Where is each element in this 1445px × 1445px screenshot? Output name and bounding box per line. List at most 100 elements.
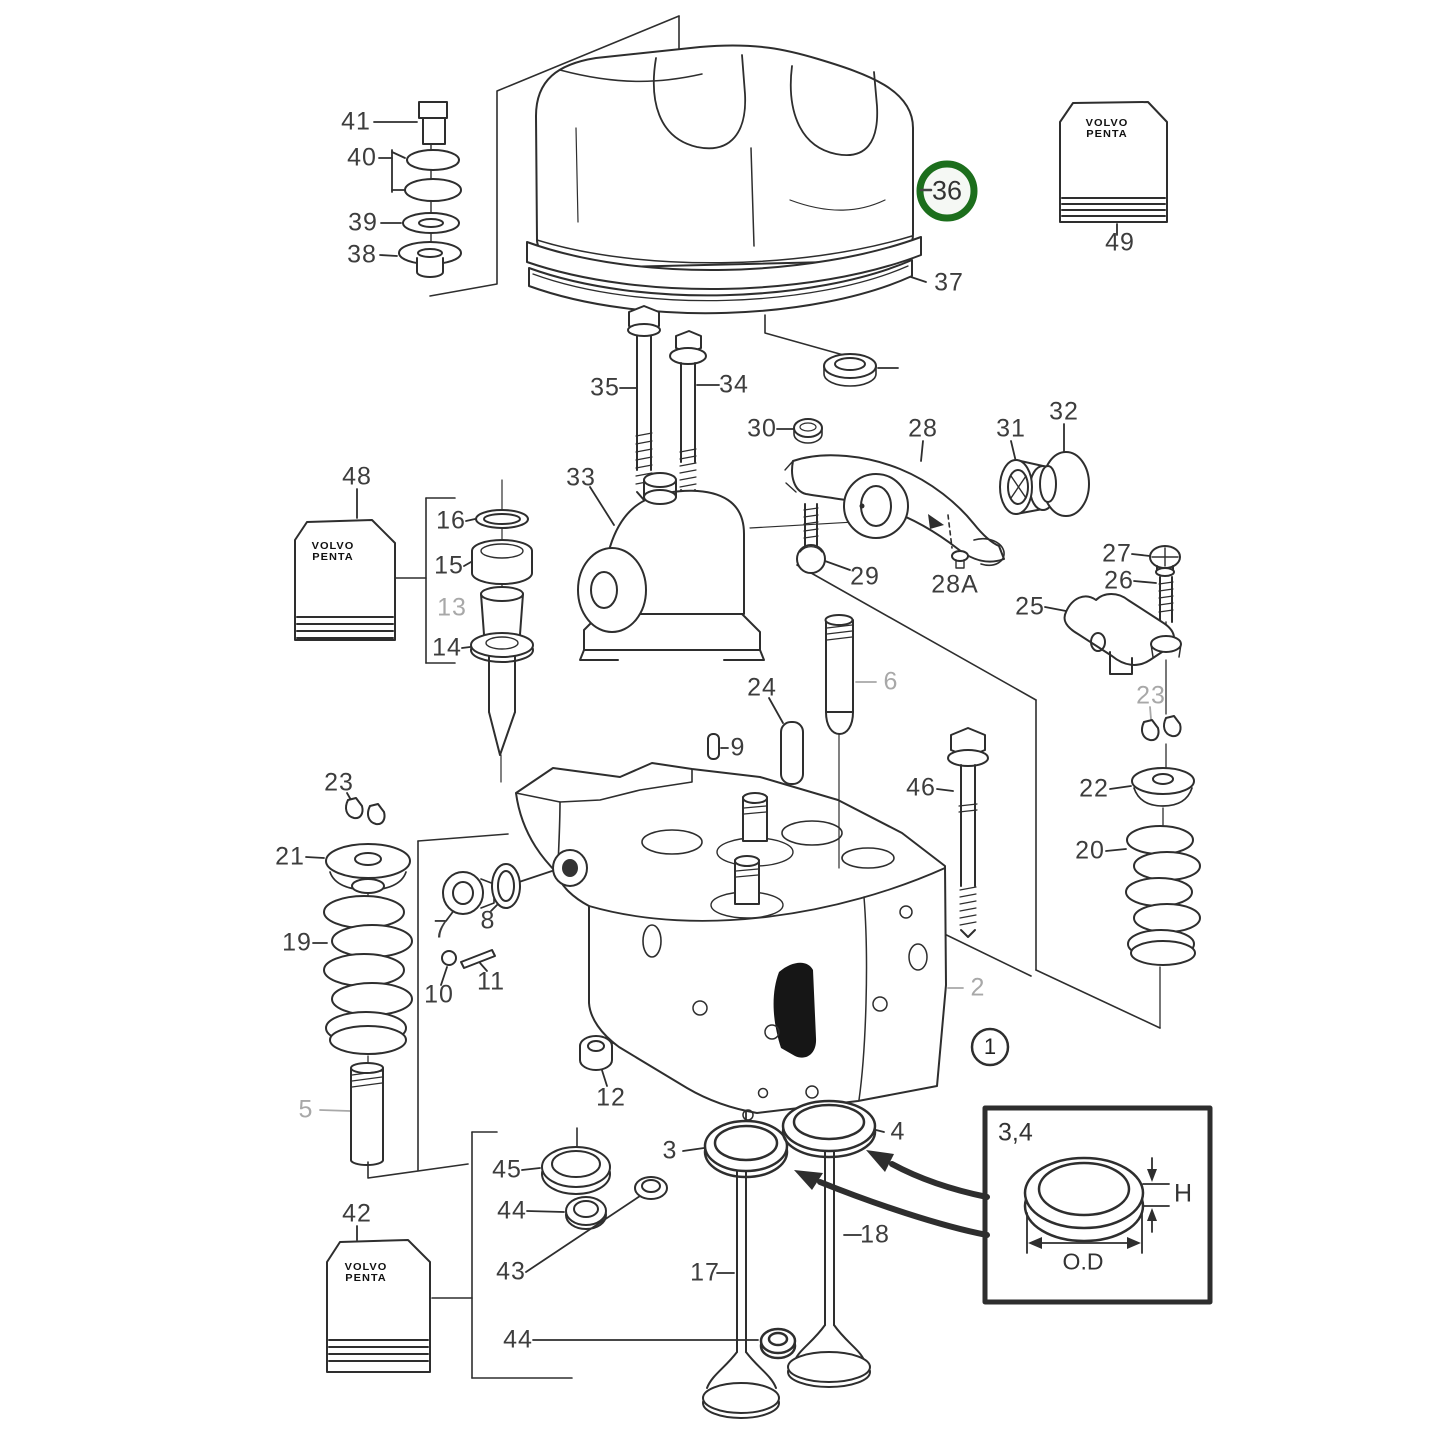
callout-48: 48 [342, 462, 372, 491]
callout-22: 22 [1079, 774, 1109, 803]
kit-label-48: VOLVO PENTA [300, 541, 366, 563]
callout-8: 8 [480, 906, 496, 935]
callout-11: 11 [477, 967, 505, 996]
valve-seat-3 [703, 1119, 789, 1179]
head-bolt-46 [947, 727, 989, 938]
bracket-25 [1063, 593, 1182, 675]
ring-44-lower [759, 1327, 797, 1360]
callout-6: 6 [883, 667, 899, 696]
callout-3: 3 [662, 1136, 678, 1165]
od-dimension [1026, 1212, 1143, 1254]
plug-28a [928, 514, 969, 569]
callout-26: 26 [1104, 566, 1134, 595]
ring-45 [541, 1146, 611, 1195]
callout-17: 17 [690, 1258, 720, 1287]
seal-washer-47 [823, 353, 877, 387]
screw-27 [1149, 545, 1181, 577]
washer-40b [404, 178, 462, 202]
cup-plug-7 [442, 871, 495, 915]
valve-guide-5 [350, 1062, 384, 1166]
kit-boxes [294, 101, 1168, 1373]
valve-seats [703, 1087, 877, 1179]
valve-seat-4 [781, 1099, 877, 1159]
callout-25: 25 [1015, 592, 1045, 621]
callout-20: 20 [1075, 836, 1105, 865]
cap-nut-and-washers [398, 101, 462, 278]
callout-33: 33 [566, 463, 596, 492]
assembly-ref-1: 1 [983, 1034, 997, 1059]
kit-label-42: VOLVO PENTA [333, 1262, 399, 1284]
callout-24: 24 [747, 673, 777, 702]
assembly-ref-circle [970, 1027, 1010, 1067]
kit-label-49: VOLVO PENTA [1072, 118, 1142, 140]
dowel-24 [780, 721, 804, 785]
callout-45: 45 [492, 1155, 522, 1184]
brand-volvo: VOLVO [1085, 117, 1129, 129]
inset-od-label: O.D [1062, 1248, 1104, 1275]
valve-guide-6 [824, 614, 854, 869]
highlighted-callout-36: 36 [931, 175, 963, 206]
callout-29: 29 [850, 562, 880, 591]
callout-42: 42 [342, 1199, 372, 1228]
callout-9: 9 [730, 733, 746, 762]
callout-10: 10 [424, 980, 454, 1009]
cylinder-head [515, 762, 947, 1121]
callout-44: 44 [497, 1196, 527, 1225]
callout-28: 28 [908, 414, 938, 443]
pin-9 [707, 733, 720, 760]
seal-rings [541, 1146, 797, 1360]
callout-40: 40 [347, 143, 377, 172]
highlight-circle-36 [916, 160, 978, 222]
callout-34: 34 [719, 370, 749, 399]
callout-2: 2 [970, 973, 986, 1002]
guide-boss [734, 792, 768, 905]
adjusting-screw-26 [1158, 576, 1174, 639]
ring-44-upper [565, 1196, 607, 1230]
pin-11 [460, 949, 496, 969]
callout-19: 19 [282, 928, 312, 957]
callout-38: 38 [347, 240, 377, 269]
valve-spring-19 [323, 895, 413, 1055]
callout-23: 23 [324, 768, 354, 797]
brand-volvo: VOLVO [311, 540, 355, 552]
brand-penta: PENTA [1086, 128, 1128, 140]
callout-21: 21 [275, 842, 305, 871]
callout-7: 7 [433, 915, 449, 944]
callout-44: 44 [503, 1325, 533, 1354]
callout-37: 37 [934, 268, 964, 297]
kit-box-48 [294, 519, 396, 641]
spring-retainer-21 [325, 843, 411, 894]
callout-39: 39 [348, 208, 378, 237]
small-parts [441, 614, 989, 1071]
bolt-35 [627, 305, 661, 501]
kit-box-49 [1059, 101, 1168, 223]
callout-27: 27 [1102, 539, 1132, 568]
callout-16: 16 [436, 506, 466, 535]
clip-10 [441, 950, 457, 966]
callout-46: 46 [906, 773, 936, 802]
callout-32: 32 [1049, 397, 1079, 426]
inset-h-label: H [1173, 1179, 1193, 1208]
kit-box-42 [326, 1239, 431, 1373]
callout-35: 35 [590, 373, 620, 402]
rocker-arm-group [784, 451, 1090, 574]
callout-31: 31 [996, 414, 1026, 443]
screw-29 [796, 503, 826, 574]
callout-12: 12 [596, 1083, 626, 1112]
callout-5: 5 [298, 1095, 314, 1124]
plug-12 [579, 1035, 613, 1071]
seal-ring-8 [491, 863, 521, 909]
brand-penta: PENTA [312, 551, 354, 563]
ring-43 [634, 1176, 668, 1200]
valve-keepers-23-right [1141, 715, 1182, 742]
valve-spring-20 [1125, 825, 1201, 966]
callout-28a: 28A [931, 570, 979, 599]
oring-16 [475, 509, 529, 529]
callout-4: 4 [890, 1117, 906, 1146]
inset-ref-label: 3,4 [998, 1118, 1033, 1147]
stud-34 [669, 330, 707, 499]
inset-detail-box [982, 1105, 1213, 1305]
valve-cover [535, 44, 914, 268]
